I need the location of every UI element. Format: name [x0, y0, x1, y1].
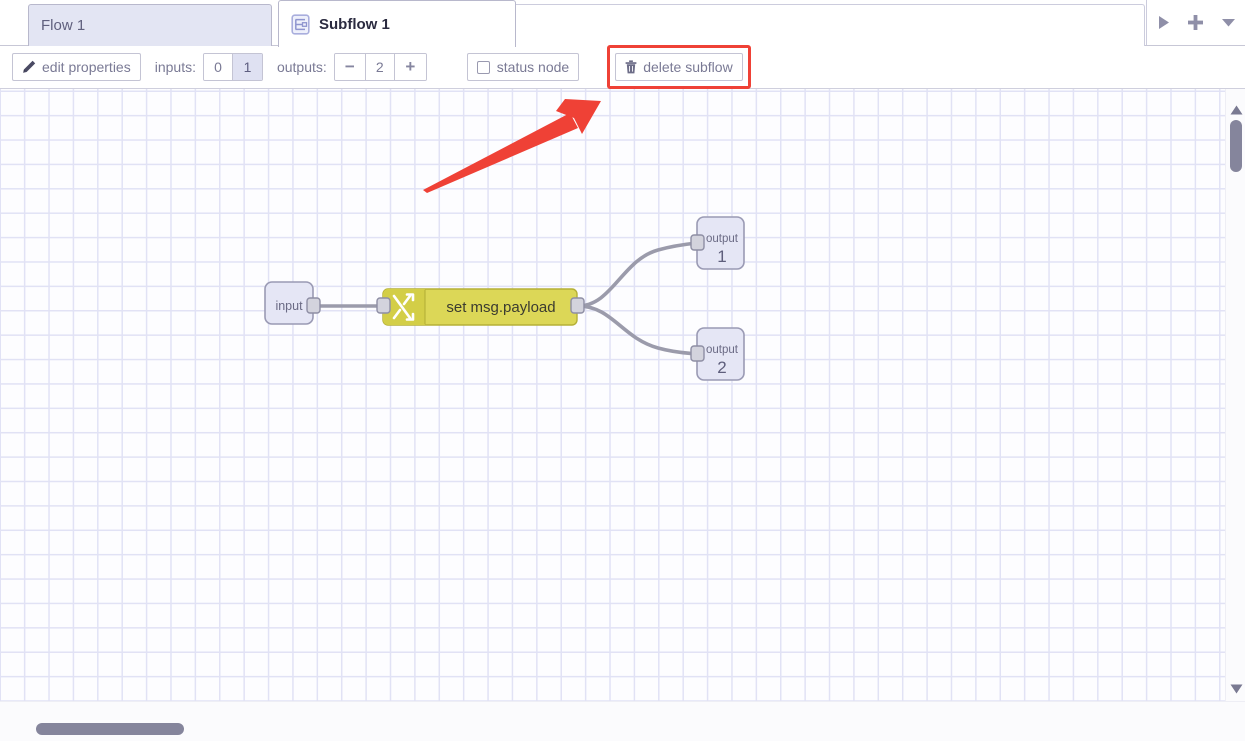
scroll-tabs-right-icon[interactable]: [1150, 10, 1176, 36]
pencil-icon: [23, 60, 36, 73]
inputs-option-0[interactable]: 0: [203, 54, 233, 80]
trash-icon: [625, 60, 637, 74]
outputs-label: outputs:: [276, 59, 327, 75]
subflow-output-1-index: 1: [717, 247, 726, 266]
horizontal-scrollbar[interactable]: [0, 701, 1245, 741]
tab-flow-1[interactable]: Flow 1: [28, 4, 272, 46]
flow-tab-bar: Flow 1 Subflow 1: [0, 0, 1245, 47]
change-node-label: set msg.payload: [446, 299, 555, 316]
subflow-input-label: input: [275, 299, 303, 313]
subflow-output-node-2[interactable]: output 2: [690, 327, 745, 381]
tab-subflow-1-label: Subflow 1: [319, 15, 390, 33]
outputs-stepper[interactable]: − 2 +: [333, 53, 427, 81]
edit-properties-button[interactable]: edit properties: [12, 53, 141, 81]
inputs-toggle[interactable]: 0 1: [202, 53, 263, 81]
status-node-toggle[interactable]: status node: [466, 53, 580, 81]
subflow-output-node-1[interactable]: output 1: [690, 216, 745, 270]
subflow-output-1-port[interactable]: [690, 234, 705, 251]
inputs-label: inputs:: [154, 59, 196, 75]
horizontal-scrollbar-thumb[interactable]: [36, 723, 184, 735]
change-node-icon-band: [383, 289, 425, 325]
triangle-down-icon[interactable]: [1230, 681, 1243, 699]
outputs-decrement-button[interactable]: −: [334, 54, 366, 80]
change-node[interactable]: set msg.payload: [376, 288, 585, 326]
status-node-checkbox[interactable]: [476, 60, 490, 74]
subflow-icon: [291, 13, 310, 35]
subflow-input-node[interactable]: input: [264, 281, 321, 325]
edit-properties-label: edit properties: [42, 59, 131, 75]
flow-canvas[interactable]: input set msg.payload: [0, 89, 1225, 701]
vertical-scrollbar-thumb[interactable]: [1230, 120, 1242, 172]
triangle-up-icon[interactable]: [1230, 102, 1243, 120]
outputs-increment-button[interactable]: +: [394, 54, 426, 80]
subflow-toolbar: edit properties inputs: 0 1 outputs: − 2…: [0, 45, 1245, 89]
wire-change-to-output-2: [576, 304, 699, 356]
tab-bar-controls: [1146, 0, 1245, 45]
inputs-option-1[interactable]: 1: [232, 54, 262, 80]
vertical-scrollbar[interactable]: [1225, 89, 1245, 701]
subflow-output-2-index: 2: [717, 358, 726, 377]
subflow-output-1-label: output: [706, 233, 739, 245]
add-tab-icon[interactable]: [1183, 10, 1209, 36]
wire-change-to-output-1: [576, 241, 699, 308]
tab-flow-1-label: Flow 1: [41, 17, 86, 34]
status-node-label: status node: [496, 59, 570, 75]
flow-graph: input set msg.payload: [264, 216, 745, 381]
outputs-value: 2: [365, 54, 395, 80]
delete-subflow-label: delete subflow: [643, 59, 733, 75]
delete-subflow-highlight: delete subflow: [607, 45, 751, 89]
tab-menu-chevron-icon[interactable]: [1216, 10, 1242, 36]
swap-arrows-icon: [392, 293, 415, 321]
subflow-output-2-port[interactable]: [690, 345, 705, 362]
change-node-output-port[interactable]: [570, 297, 585, 314]
delete-subflow-button[interactable]: delete subflow: [615, 53, 743, 81]
change-node-input-port[interactable]: [376, 297, 391, 314]
subflow-output-2-label: output: [706, 344, 739, 356]
tab-subflow-1[interactable]: Subflow 1: [278, 0, 516, 47]
tab-bar-filler: [516, 4, 1145, 46]
subflow-input-port[interactable]: [306, 297, 321, 314]
